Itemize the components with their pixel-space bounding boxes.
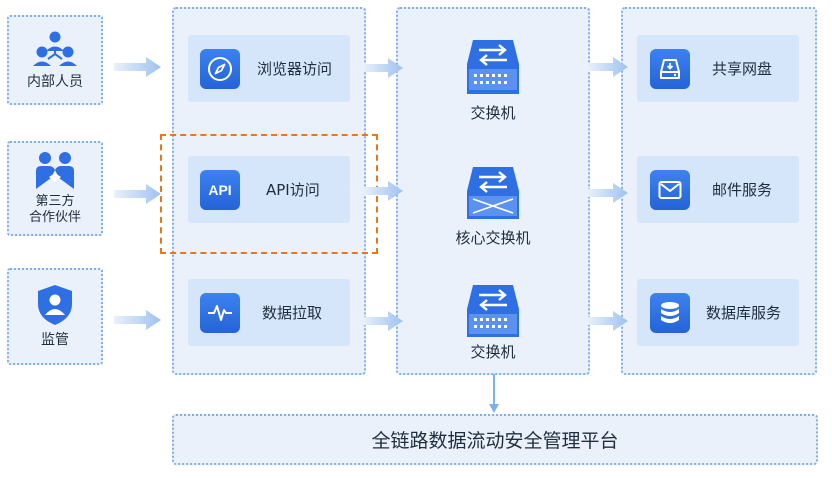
service-card-label: 共享网盘 xyxy=(712,60,773,78)
flow-arrow xyxy=(114,310,161,330)
drive-icon xyxy=(650,48,690,89)
pulse-icon xyxy=(200,292,240,333)
service-card-shared-drive[interactable]: 共享网盘 xyxy=(637,35,799,102)
database-icon xyxy=(650,292,690,333)
service-card-label: 邮件服务 xyxy=(712,181,773,199)
api-icon: API xyxy=(200,169,240,210)
service-card-database[interactable]: 数据库服务 xyxy=(637,279,799,346)
switch-label: 核心交换机 xyxy=(455,229,531,247)
actor-label: 第三方 合作伙伴 xyxy=(29,194,81,226)
access-card-label: API访问 xyxy=(266,181,320,199)
switch-label: 交换机 xyxy=(470,343,516,361)
access-card-data-pull[interactable]: 数据拉取 xyxy=(188,279,350,346)
switch-bottom: 交换机 xyxy=(443,283,543,362)
service-card-label: 数据库服务 xyxy=(706,304,782,322)
flow-arrow xyxy=(587,311,628,331)
network-switch-icon xyxy=(467,285,519,337)
api-highlight-box xyxy=(160,134,378,254)
actor-third-party: 第三方 合作伙伴 xyxy=(7,141,103,236)
handshake-people-icon xyxy=(36,152,74,189)
switch-label: 交换机 xyxy=(470,104,516,122)
mail-icon xyxy=(650,169,690,210)
actor-regulator: 监管 xyxy=(7,268,103,365)
access-card-label: 数据拉取 xyxy=(262,304,323,322)
access-card-label: 浏览器访问 xyxy=(257,60,333,78)
flow-arrow xyxy=(587,57,628,77)
platform-label: 全链路数据流动安全管理平台 xyxy=(371,430,619,452)
down-arrow xyxy=(489,374,499,413)
compass-icon xyxy=(200,48,240,89)
access-card-api[interactable]: API API访问 xyxy=(188,156,350,223)
platform-banner: 全链路数据流动安全管理平台 xyxy=(172,414,818,465)
service-card-mail[interactable]: 邮件服务 xyxy=(637,156,799,223)
flow-arrow xyxy=(362,181,403,201)
flow-arrow xyxy=(362,58,403,78)
actor-label: 内部人员 xyxy=(27,73,83,90)
actor-label: 监管 xyxy=(41,332,69,348)
flow-arrow xyxy=(587,183,628,203)
api-icon-text: API xyxy=(208,181,232,198)
flow-arrow xyxy=(114,184,161,204)
flow-arrow xyxy=(362,311,403,331)
core-switch-icon xyxy=(467,167,519,219)
switch-core: 核心交换机 xyxy=(438,165,548,248)
access-card-browser[interactable]: 浏览器访问 xyxy=(188,35,350,102)
shield-user-icon xyxy=(38,285,72,325)
actor-label-text: 第三方 合作伙伴 xyxy=(28,194,81,225)
network-switch-icon xyxy=(467,40,519,94)
actor-internal-staff: 内部人员 xyxy=(7,15,103,105)
flow-arrow xyxy=(114,57,161,77)
switch-top: 交换机 xyxy=(443,38,543,123)
people-group-icon xyxy=(33,31,77,66)
